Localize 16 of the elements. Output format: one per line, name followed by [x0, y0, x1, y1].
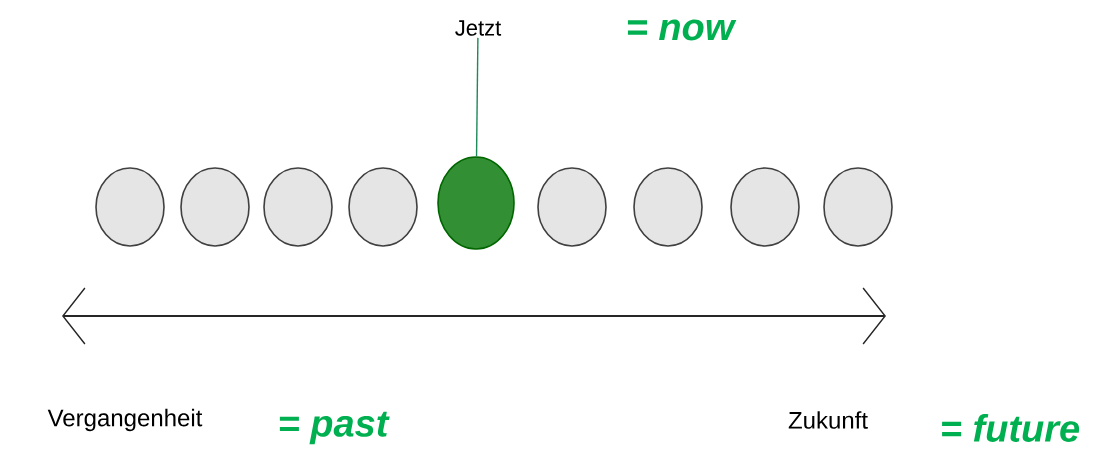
time-point: [348, 167, 418, 247]
time-label: Vergangenheit: [47, 408, 203, 432]
time-point: [633, 167, 703, 247]
time-point: [180, 167, 250, 247]
time-point: [437, 156, 515, 250]
time-label: Jetzt: [455, 20, 502, 36]
time-label: Zukunft: [788, 411, 868, 429]
translation: = now: [627, 19, 737, 41]
translation: = past: [279, 411, 390, 445]
time-point: [730, 167, 800, 247]
time-point: [823, 167, 893, 247]
time-point: [95, 167, 165, 247]
time-point: [537, 167, 607, 247]
leader-line: [475, 37, 479, 157]
translation: = future: [942, 414, 1080, 442]
time-point: [263, 167, 333, 247]
